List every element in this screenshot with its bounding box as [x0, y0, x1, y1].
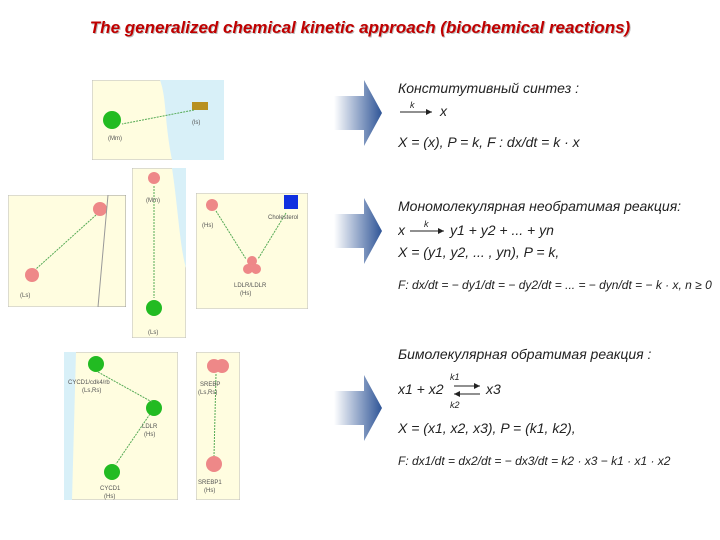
section-3-formula: F: dx1/dt = dx2/dt = − dx3/dt = k2 · x3 …: [398, 454, 671, 468]
svg-text:(Ls,Rs): (Ls,Rs): [198, 390, 217, 396]
svg-text:k: k: [424, 220, 429, 229]
svg-text:(Hs): (Hs): [202, 223, 213, 229]
svg-text:x: x: [439, 103, 448, 119]
svg-text:(Hs): (Hs): [144, 432, 155, 438]
svg-text:(ls): (ls): [192, 120, 200, 126]
section-2-formula: F: dx/dt = − dy1/dt = − dy2/dt = ... = −…: [398, 278, 712, 292]
section-2-title: Мономолекулярная необратимая реакция:: [398, 198, 682, 214]
diagram-mono-left: (Ls): [8, 195, 126, 307]
svg-text:(Ls,Rs): (Ls,Rs): [82, 388, 101, 394]
svg-text:SREBP1: SREBP1: [198, 480, 222, 486]
svg-text:(Mm): (Mm): [146, 198, 160, 204]
svg-text:k2: k2: [450, 400, 460, 410]
section-2-reaction: x k y1 + y2 + ... + yn: [397, 219, 598, 240]
diagram-mono-strip: (Mm) (Ls): [132, 168, 186, 338]
arrow-icon: [334, 198, 382, 264]
svg-text:(Hs): (Hs): [204, 488, 215, 494]
cholesterol-box: [284, 195, 298, 209]
svg-text:(Ls): (Ls): [148, 330, 158, 336]
svg-text:(Hs): (Hs): [104, 494, 115, 500]
svg-text:Cholesterol: Cholesterol: [268, 215, 298, 221]
svg-text:y1 + y2 + ... + yn: y1 + y2 + ... + yn: [449, 222, 554, 238]
svg-text:CYCD1/cdk4/rb: CYCD1/cdk4/rb: [68, 380, 110, 386]
section-3-title: Бимолекулярная обратимая реакция :: [398, 346, 652, 362]
arrow-icon: [334, 375, 382, 441]
section-2-vars: X = (y1, y2, ... , yn), P = k,: [398, 244, 560, 260]
protein-node-green: [103, 111, 121, 129]
section-3-reaction: k1 x1 + x2 x3 k2: [397, 372, 538, 412]
page-title: The generalized chemical kinetic approac…: [89, 18, 631, 37]
svg-text:LDLR/LDLR: LDLR/LDLR: [234, 283, 267, 289]
diagram-constitutive: (Mm) (ls): [92, 80, 224, 160]
svg-text:(Ls): (Ls): [20, 293, 30, 299]
svg-text:CYCD1: CYCD1: [100, 486, 121, 492]
svg-text:SREBP: SREBP: [200, 382, 220, 388]
title-shadow: The generalized chemical kinetic approac…: [90, 19, 632, 38]
svg-text:LDLR: LDLR: [142, 424, 158, 430]
section-3-vars: X = (x1, x2, x3), P = (k1, k2),: [398, 420, 576, 436]
section-1-title: Конститутивный синтез :: [398, 80, 580, 96]
svg-text:x3: x3: [485, 381, 501, 397]
section-1-reaction: k x: [398, 100, 468, 120]
diagram-bimolecular-right: SREBP (Ls,Rs) SREBP1 (Hs): [196, 352, 240, 500]
svg-text:k: k: [410, 100, 415, 110]
diagram-bimolecular-left: CYCD1/cdk4/rb (Ls,Rs) LDLR (Hs) CYCD1 (H…: [64, 352, 178, 500]
section-1-formula: X = (x), P = k, F : dx/dt = k · x: [398, 134, 580, 150]
svg-text:(Hs): (Hs): [240, 291, 251, 297]
diagram-mono-right: (Hs) Cholesterol LDLR/LDLR (Hs): [196, 193, 308, 309]
arrow-icon: [334, 80, 382, 146]
svg-text:(Mm): (Mm): [108, 136, 122, 142]
gene-box: [192, 102, 208, 110]
svg-text:x1 + x2: x1 + x2: [398, 381, 444, 397]
svg-text:k1: k1: [450, 372, 460, 382]
svg-text:x: x: [398, 222, 406, 238]
